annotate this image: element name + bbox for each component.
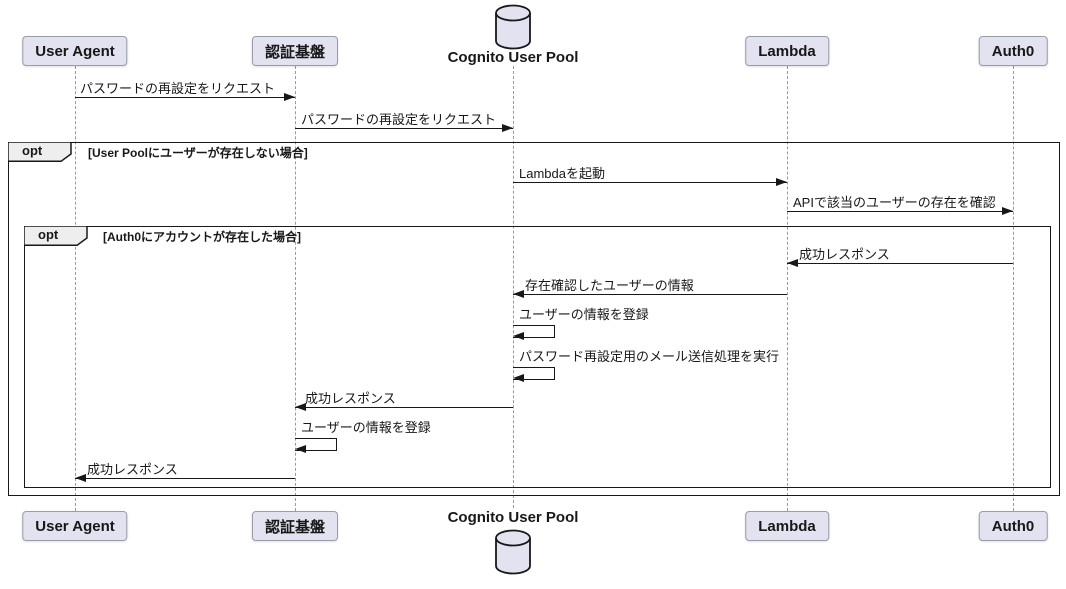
arrowhead-left-icon <box>513 332 524 340</box>
opt-frame-inner <box>24 226 1051 488</box>
participant-lambda-top: Lambda <box>745 36 829 66</box>
participant-user-agent-bottom: User Agent <box>22 511 128 541</box>
opt-operator: opt <box>38 227 59 242</box>
message-label: 成功レスポンス <box>305 391 396 406</box>
participant-auth0-top: Auth0 <box>978 36 1048 66</box>
lifeline-lambda <box>787 66 788 511</box>
arrowhead-left-icon <box>787 259 798 267</box>
message-label: APIで該当のユーザーの存在を確認 <box>793 195 996 210</box>
participant-cognito-bottom: Cognito User Pool <box>447 509 579 526</box>
participant-auth-platform-top: 認証基盤 <box>251 36 339 66</box>
message-label: ユーザーの情報を登録 <box>301 420 431 435</box>
message-label: パスワードの再設定をリクエスト <box>80 81 276 96</box>
message-line <box>513 294 787 295</box>
lifeline-auth-platform <box>295 66 296 511</box>
message-line <box>75 478 295 479</box>
message-label: 成功レスポンス <box>87 462 178 477</box>
self-message-loop <box>513 367 555 380</box>
message-label: ユーザーの情報を登録 <box>519 307 649 322</box>
self-message-loop <box>295 438 337 451</box>
message-line <box>295 128 513 129</box>
self-message-loop <box>513 325 555 338</box>
participant-user-agent-top: User Agent <box>22 36 128 66</box>
arrowhead-left-icon <box>295 445 306 453</box>
opt-frame-inner-tab: opt <box>24 226 88 246</box>
opt-frame-inner-condition: [Auth0にアカウントが存在した場合] <box>103 230 301 244</box>
lifeline-cognito <box>513 66 514 508</box>
message-label: 成功レスポンス <box>799 247 890 262</box>
message-line <box>295 407 513 408</box>
opt-frame-outer <box>8 142 1060 496</box>
message-line <box>787 211 1013 212</box>
participant-lambda-bottom: Lambda <box>745 511 829 541</box>
message-line <box>75 97 295 98</box>
participant-auth-platform-bottom: 認証基盤 <box>251 511 339 541</box>
arrowhead-left-icon <box>513 290 524 298</box>
arrowhead-left-icon <box>75 474 86 482</box>
arrowhead-right-icon <box>502 124 513 132</box>
message-label: 存在確認したユーザーの情報 <box>525 278 694 293</box>
lifeline-auth0 <box>1013 66 1014 511</box>
arrowhead-right-icon <box>1002 207 1013 215</box>
database-icon <box>494 4 532 50</box>
opt-frame-outer-tab: opt <box>8 142 72 162</box>
message-label: パスワード再設定用のメール送信処理を実行 <box>519 349 780 364</box>
database-icon <box>494 529 532 575</box>
arrowhead-right-icon <box>776 178 787 186</box>
participant-cognito-top: Cognito User Pool <box>447 49 579 66</box>
participant-auth0-bottom: Auth0 <box>978 511 1048 541</box>
lifeline-user-agent <box>75 66 76 511</box>
message-line <box>787 263 1013 264</box>
message-label: Lambdaを起動 <box>519 166 605 181</box>
message-line <box>513 182 787 183</box>
arrowhead-right-icon <box>284 93 295 101</box>
opt-operator: opt <box>22 143 43 158</box>
opt-frame-outer-condition: [User Poolにユーザーが存在しない場合] <box>88 146 308 160</box>
arrowhead-left-icon <box>295 403 306 411</box>
arrowhead-left-icon <box>513 374 524 382</box>
message-label: パスワードの再設定をリクエスト <box>301 112 497 127</box>
